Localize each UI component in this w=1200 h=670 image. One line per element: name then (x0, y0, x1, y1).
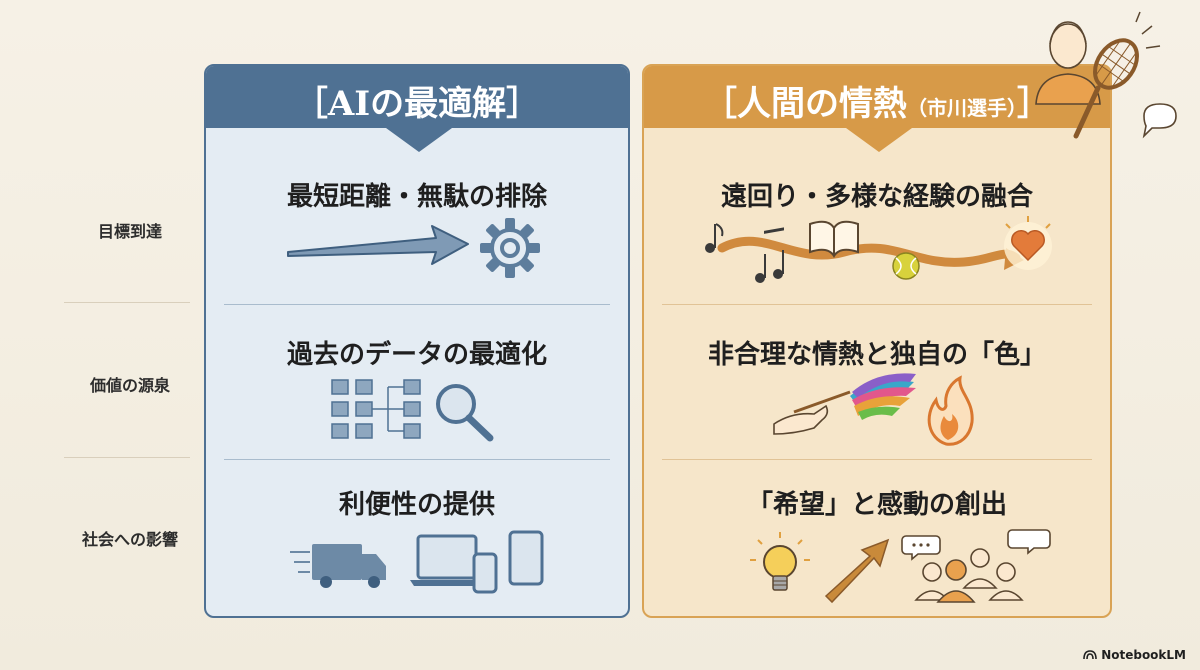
tablet-icon (508, 530, 544, 586)
human-separator (662, 459, 1092, 460)
human-panel-header: ［人間の情熱（市川選手）］ (644, 66, 1110, 156)
ai-separator (224, 459, 610, 460)
gear-icon (480, 218, 540, 278)
book-icon (809, 220, 859, 258)
paintbrush-hand-icon (773, 373, 916, 435)
ai-panel-header: ［AIの最適解］ (206, 66, 628, 156)
human-value-text: 非合理な情熱と独自の「色」 (707, 340, 1046, 370)
row-label-social-impact: 社会への影響 (81, 530, 178, 549)
notebooklm-logo-icon (1083, 650, 1097, 660)
brand-name: NotebookLM (1101, 648, 1186, 662)
rising-arrow-icon (824, 538, 890, 604)
human-title-main: ［人間の情熱 (703, 84, 907, 124)
winding-path (717, 236, 1021, 267)
human-separator (662, 304, 1092, 305)
ai-header-shape (206, 66, 628, 152)
tennis-player-icon (1035, 21, 1101, 105)
ai-icons-layer (287, 218, 544, 594)
human-title-sub: （市川選手） (907, 96, 1017, 120)
ai-panel: ［AIの最適解］ 最短距離・無駄の排除 (204, 64, 630, 618)
arrow-icon (287, 225, 469, 265)
human-panel-title: ［人間の情熱（市川選手）］ (644, 76, 1110, 125)
flowchart-icon (331, 379, 421, 439)
lightbulb-icon (750, 532, 810, 591)
tennis-racket-icon (1073, 11, 1161, 139)
music-note-icon (705, 223, 784, 283)
magnifier-icon (436, 384, 494, 442)
crowd-icon (901, 529, 1051, 603)
row-separator (64, 302, 190, 303)
human-impact-text: 「希望」と感動の創出 (746, 490, 1007, 520)
speech-bubble-icon (1142, 103, 1177, 139)
notebooklm-brand: NotebookLM (1083, 648, 1186, 662)
row-label-value-source: 価値の源泉 (89, 376, 170, 395)
phone-icon (472, 552, 498, 594)
ai-panel-title: ［AIの最適解］ (293, 84, 541, 124)
delivery-truck-icon (290, 544, 386, 588)
heart-icon (1004, 216, 1052, 270)
ai-value-text: 過去のデータの最適化 (286, 340, 547, 370)
tennis-player-decoration (1035, 11, 1177, 139)
human-panel: ［人間の情熱（市川選手）］ 遠回り・多様な経験の融合 (642, 64, 1112, 618)
human-goal-text: 遠回り・多様な経験の融合 (720, 182, 1033, 212)
human-icons-layer (705, 216, 1052, 604)
row-label-goal: 目標到達 (97, 222, 162, 241)
ai-impact-text: 利便性の提供 (338, 490, 495, 520)
human-header-shape (644, 66, 1110, 152)
tennis-ball-icon (892, 252, 920, 280)
ai-separator (224, 304, 610, 305)
row-separator (64, 457, 190, 458)
flame-icon (927, 375, 974, 446)
ai-goal-text: 最短距離・無駄の排除 (286, 182, 547, 212)
